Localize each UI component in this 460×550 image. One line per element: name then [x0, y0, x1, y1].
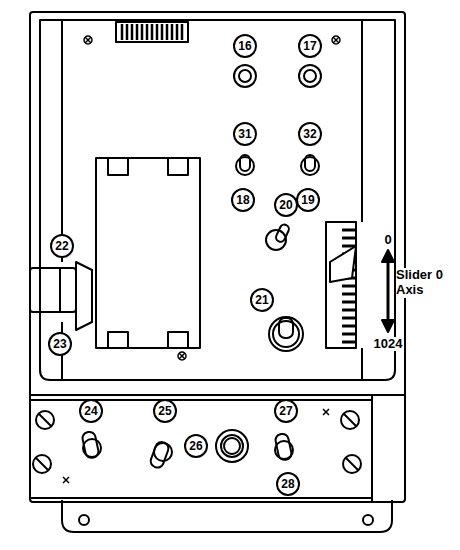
mounting-flange: [62, 500, 392, 532]
callout-number: 22: [50, 234, 74, 258]
callout-number: 18: [231, 188, 255, 212]
slotted-screw: [343, 455, 361, 473]
axis-label: 1024: [374, 337, 403, 352]
toggle-lever: [275, 223, 291, 243]
mounting-hole: [363, 515, 373, 525]
callout-number: 32: [298, 122, 322, 146]
callout-number: 20: [274, 193, 298, 217]
slotted-screw: [36, 411, 54, 429]
axis-arrowhead: [382, 320, 394, 332]
plate-edge: [361, 348, 363, 380]
lower-panel: [30, 400, 372, 498]
push-button: [299, 65, 321, 87]
axis-label: Slider 0 Axis: [396, 268, 456, 298]
slider-knob: [330, 246, 356, 282]
slotted-screw: [346, 458, 358, 470]
toggle-lever: [305, 155, 315, 171]
mounting-hole: [79, 515, 89, 525]
thumbwheel-edge: [59, 268, 61, 312]
axis-arrowhead: [382, 250, 394, 262]
push-button: [273, 321, 299, 347]
lower-toggles: [81, 431, 293, 469]
push-button: [224, 438, 240, 454]
plate-edge: [361, 20, 363, 222]
card-window: [96, 158, 200, 348]
button-cap: [279, 318, 293, 338]
callout-number: 21: [250, 288, 274, 312]
slotted-screw: [39, 414, 51, 426]
callout-number: 24: [79, 399, 103, 423]
toggle-switch: [301, 157, 319, 175]
screw: [332, 36, 340, 44]
callout-number: 27: [274, 399, 298, 423]
callout-number: 25: [153, 399, 177, 423]
screw: [179, 353, 185, 359]
axis-arrow: [387, 256, 390, 326]
screw: [323, 409, 329, 415]
callout-number: 31: [233, 122, 257, 146]
callout-number: 16: [233, 34, 257, 58]
push-button: [304, 70, 316, 82]
callout-number: 28: [276, 472, 300, 496]
thumbwheel: [30, 268, 76, 312]
toggle-lever: [240, 155, 250, 171]
callout-number: 19: [296, 188, 320, 212]
thumbwheel-rim: [76, 262, 92, 330]
slotted-screw: [341, 411, 359, 429]
toggle-switch: [236, 157, 254, 175]
push-button: [234, 65, 256, 87]
slotted-screw: [33, 455, 51, 473]
screw: [333, 37, 339, 43]
screw: [85, 37, 91, 43]
top-wheel: [116, 22, 188, 42]
plate-edge: [61, 20, 63, 262]
screw: [84, 36, 92, 44]
screw: [178, 352, 186, 360]
push-button: [239, 70, 251, 82]
slider-track: [326, 222, 356, 348]
housing: [30, 12, 405, 502]
push-button: [269, 317, 303, 351]
push-button: [216, 430, 248, 462]
window-tabs: [108, 158, 188, 348]
slotted-screw: [344, 414, 356, 426]
push-button: [221, 435, 243, 457]
knurling: [122, 24, 182, 40]
callout-number: 26: [184, 434, 208, 458]
axis-label: 0: [384, 233, 391, 248]
callout-number: 17: [298, 34, 322, 58]
panel-divider: [30, 394, 405, 396]
slotted-screw: [36, 458, 48, 470]
callout-number: 23: [48, 332, 72, 356]
upper-plate: [40, 20, 395, 380]
screw: [63, 477, 69, 483]
